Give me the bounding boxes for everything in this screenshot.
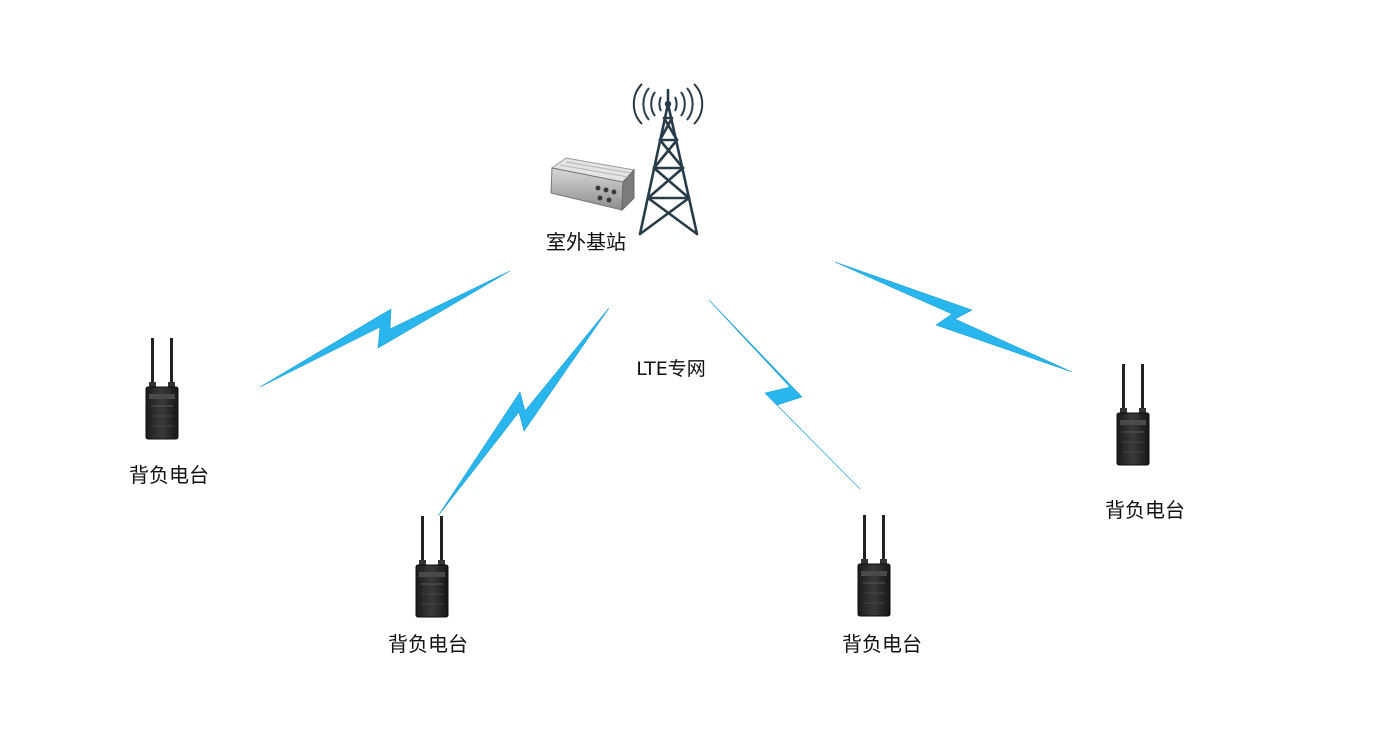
wireless-link-3: [708, 299, 861, 490]
backpack-radio-icon: [1116, 363, 1150, 466]
radio-label: 背负电台: [1105, 498, 1185, 522]
backpack-radio-icon: [857, 514, 891, 617]
transmission-tower-icon: [638, 88, 699, 236]
network-label: LTE专网: [636, 358, 706, 380]
backpack-radio-icon: [415, 515, 449, 618]
radio-label: 背负电台: [842, 632, 922, 656]
radio-label: 背负电台: [129, 463, 209, 487]
wireless-link-2: [437, 307, 610, 517]
wireless-link-4: [834, 261, 1073, 373]
wireless-link-1: [259, 270, 511, 388]
radio-label: 背负电台: [388, 632, 468, 656]
outdoor-base-station-unit-icon: [550, 157, 635, 212]
base-station-label: 室外基站: [546, 230, 626, 254]
signal-waves-icon: [632, 83, 704, 125]
backpack-radio-icon: [145, 337, 179, 440]
